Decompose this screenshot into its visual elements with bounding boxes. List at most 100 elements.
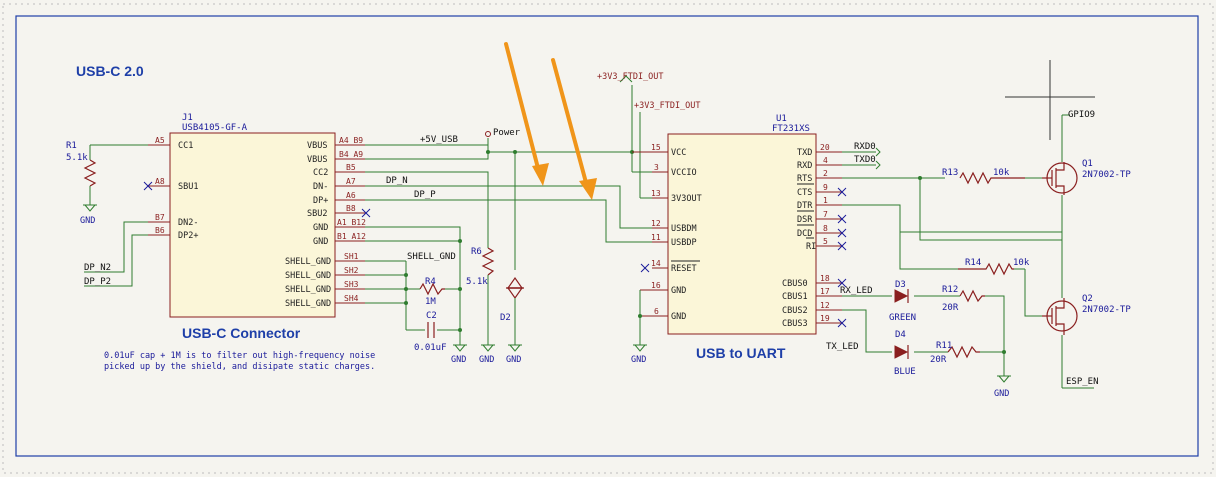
net-label-esp-en: ESP_EN <box>1066 377 1099 387</box>
resistor-r4[interactable] <box>419 282 445 296</box>
r12-ref: R12 <box>942 285 958 295</box>
r14-value: 10k <box>1013 258 1030 268</box>
r13-value: 10k <box>993 168 1010 178</box>
net-label-dp-p2: DP_P2 <box>84 277 111 287</box>
svg-text:2: 2 <box>823 169 828 178</box>
svg-text:SH1: SH1 <box>344 252 359 261</box>
usb-uart-ic-u1[interactable] <box>667 133 817 335</box>
svg-text:12: 12 <box>651 219 661 228</box>
power-flag-label: Power <box>493 128 521 138</box>
svg-text:DSR: DSR <box>797 215 813 225</box>
note-line-2: picked up by the shield, and disipate st… <box>104 362 375 372</box>
svg-text:16: 16 <box>651 281 661 290</box>
r4-value: 1M <box>425 297 436 307</box>
mosfet-q1[interactable] <box>1042 162 1078 195</box>
d2-ref: D2 <box>500 313 511 323</box>
svg-text:DP2+: DP2+ <box>178 231 198 241</box>
q1-value: 2N7002-TP <box>1082 170 1131 180</box>
svg-text:DCD: DCD <box>797 229 812 239</box>
annotation-arrow-2 <box>551 58 597 200</box>
uart-block-title: USB to UART <box>696 345 786 361</box>
section-frame <box>15 15 1199 457</box>
net-label-dp-n2: DP_N2 <box>84 263 111 273</box>
gnd-label-connector: GND <box>451 355 466 365</box>
svg-text:20: 20 <box>820 143 830 152</box>
svg-text:DTR: DTR <box>797 201 813 211</box>
tvs-diode-d2[interactable] <box>506 276 524 352</box>
wires-shell-gnd <box>365 260 462 332</box>
svg-text:SBU2: SBU2 <box>307 209 327 219</box>
svg-text:DN-: DN- <box>313 182 328 192</box>
svg-text:A6: A6 <box>346 191 356 200</box>
svg-text:5: 5 <box>823 237 828 246</box>
svg-text:B6: B6 <box>155 226 165 235</box>
u1-ref: U1 <box>776 114 787 124</box>
wires-u1-gnd <box>633 290 647 352</box>
svg-text:SH4: SH4 <box>344 294 359 303</box>
svg-text:19: 19 <box>820 314 830 323</box>
svg-text:1: 1 <box>823 196 828 205</box>
wires-cc2 <box>365 171 489 248</box>
q2-ref: Q2 <box>1082 294 1093 304</box>
svg-text:A7: A7 <box>346 177 356 186</box>
resistor-r6[interactable] <box>481 247 495 352</box>
usb-c-connector-j1[interactable] <box>169 132 336 318</box>
resistor-r11[interactable] <box>947 345 980 359</box>
led-d4[interactable] <box>894 345 909 359</box>
j1-value: USB4105-GF-A <box>182 123 248 133</box>
svg-text:CBUS1: CBUS1 <box>782 292 808 302</box>
no-connect-sbu1 <box>143 181 153 191</box>
svg-text:A4_B9: A4_B9 <box>339 136 363 145</box>
svg-text:CC1: CC1 <box>178 141 193 151</box>
c2-value: 0.01uF <box>414 343 447 353</box>
capacitor-c2[interactable] <box>427 322 435 338</box>
net-label-txd0: TXD0 <box>854 155 876 165</box>
resistor-r14[interactable] <box>958 262 1014 276</box>
r12-value: 20R <box>942 303 959 313</box>
c2-ref: C2 <box>426 311 437 321</box>
svg-text:VCCIO: VCCIO <box>671 168 697 178</box>
mosfet-q2[interactable] <box>1042 298 1078 335</box>
svg-text:A8: A8 <box>155 177 165 186</box>
power-label-3v3-ftdi-1: +3V3_FTDI_OUT <box>597 72 664 82</box>
u1-value: FT231XS <box>772 124 810 134</box>
u1-left-pins: 15 VCC 3 VCCIO 13 3V3OUT 12 USBDM 11 USB… <box>632 143 702 322</box>
no-connect-markers-u1 <box>837 187 847 328</box>
wires-dp2 <box>84 221 148 287</box>
svg-text:3: 3 <box>654 163 659 172</box>
svg-text:GND: GND <box>313 223 328 233</box>
d3-value: GREEN <box>889 313 916 323</box>
resistor-r13[interactable] <box>959 171 1025 185</box>
r4-ref: R4 <box>425 277 436 287</box>
svg-text:TXD: TXD <box>797 148 812 158</box>
svg-text:GND: GND <box>671 286 686 296</box>
q1-ref: Q1 <box>1082 159 1093 169</box>
svg-text:18: 18 <box>820 274 830 283</box>
svg-text:CTS: CTS <box>797 188 812 198</box>
svg-text:11: 11 <box>651 233 661 242</box>
j1-right-pins: A4_B9 VBUS B4_A9 VBUS B5 CC2 A7 DN- A6 D… <box>285 136 366 309</box>
net-label-5v-usb: +5V_USB <box>420 135 458 145</box>
r14-ref: R14 <box>965 258 981 268</box>
svg-text:VBUS: VBUS <box>307 155 327 165</box>
svg-text:B8: B8 <box>346 204 356 213</box>
svg-text:B7: B7 <box>155 213 165 222</box>
svg-text:B4_A9: B4_A9 <box>339 150 363 159</box>
resistor-r12[interactable] <box>959 289 985 303</box>
svg-text:8: 8 <box>823 224 828 233</box>
net-label-shell-gnd: SHELL_GND <box>407 252 456 262</box>
svg-text:SH2: SH2 <box>344 266 359 275</box>
gnd-label-leds: GND <box>994 389 1009 399</box>
r11-ref: R11 <box>936 341 952 351</box>
d3-ref: D3 <box>895 280 906 290</box>
u1-right-pins: 20 TXD 4 RXD 2 RTS 9 CTS 1 DTR 7 DSR 8 D… <box>782 143 842 329</box>
led-d3[interactable] <box>894 289 909 303</box>
svg-text:17: 17 <box>820 287 830 296</box>
r13-ref: R13 <box>942 168 958 178</box>
svg-text:SHELL_GND: SHELL_GND <box>285 285 331 295</box>
svg-text:CBUS0: CBUS0 <box>782 279 808 289</box>
j1-left-pins: A5 CC1 A8 SBU1 B7 DN2- B6 DP2+ <box>148 136 198 241</box>
d4-value: BLUE <box>894 367 916 377</box>
svg-text:4: 4 <box>823 156 828 165</box>
